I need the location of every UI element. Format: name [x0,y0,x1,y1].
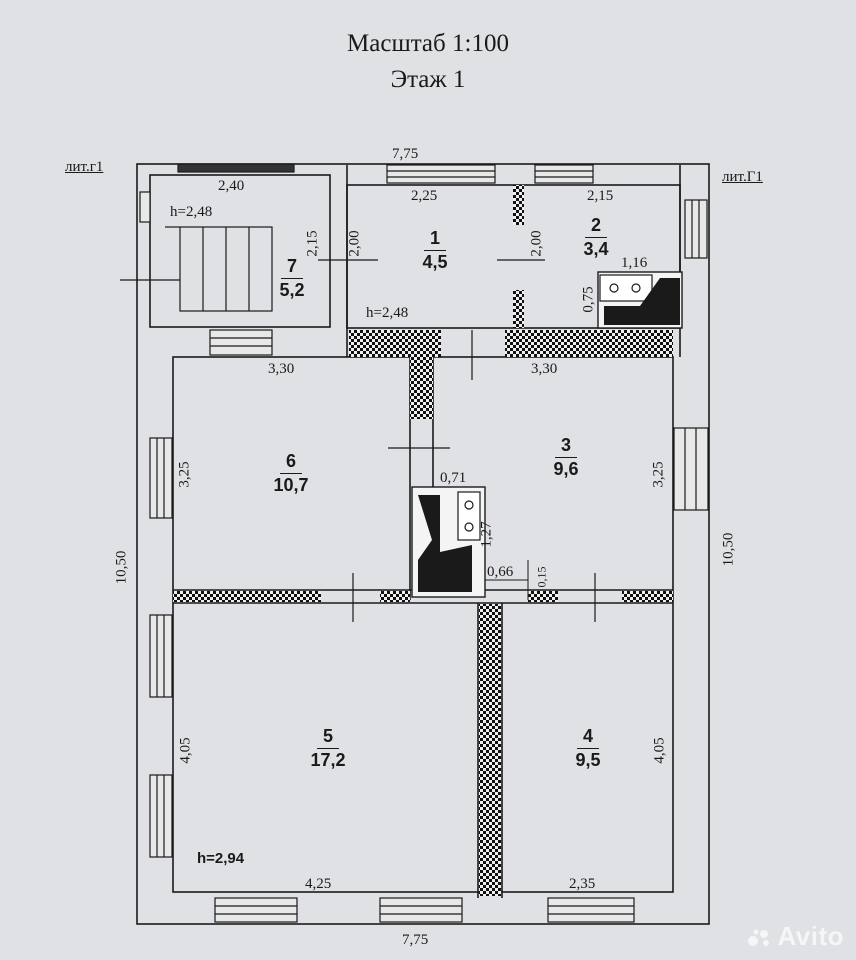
dim-r1-side-right: 2,00 [528,230,545,257]
stove-main [411,486,529,600]
dim-r6-width: 3,30 [268,361,295,377]
dim-r1-side-left: 2,00 [346,230,363,257]
dim-top-width: 7,75 [392,146,419,162]
windows [139,163,709,923]
dim-r5-ceiling: h=2,94 [197,850,245,867]
dim-stove-width: 0,71 [440,470,467,486]
outer-wall-inner [172,356,674,893]
dim-r5-width: 4,25 [305,876,332,892]
dim-r4-width: 2,35 [569,876,596,892]
dim-r3-height: 3,25 [650,461,667,488]
stove-kitchen [597,271,683,329]
door-ticks [318,259,596,622]
avito-logo-icon [748,929,770,947]
floor-title: Этаж 1 [390,66,466,93]
masonry-walls [173,185,673,896]
dim-r2-stove-width: 1,16 [621,255,648,271]
scale-title: Масштаб 1:100 [347,30,509,57]
room-7-outline [149,174,331,328]
dim-r7-side: 2,15 [304,230,321,257]
dim-r3-width: 3,30 [531,361,558,377]
dim-left-height: 10,50 [113,550,130,585]
dim-r7-ceiling: h=2,48 [170,204,213,220]
stairs [120,226,273,312]
dim-r4-height: 4,05 [651,737,668,764]
avito-watermark: Avito [747,921,844,952]
dim-bottom-width: 7,75 [402,932,429,948]
dim-right-height: 10,50 [720,532,737,567]
dim-stove-height: 1,27 [478,521,495,548]
tag-right: лит.Г1 [722,169,763,185]
outer-wall-outer [136,163,710,925]
dim-r6-height: 3,25 [176,461,193,488]
dim-r7-width: 2,40 [218,178,245,194]
dim-r1-ceiling: h=2,48 [366,305,409,321]
dim-r1-width: 2,25 [411,188,438,204]
dim-r2-stove-depth: 0,75 [580,286,597,313]
dim-stove-gap: 0,15 [534,566,549,588]
dim-r2-width: 2,15 [587,188,614,204]
tag-left: лит.г1 [65,159,104,175]
dim-stove-depth: 0,66 [487,564,514,580]
dim-r5-height: 4,05 [177,737,194,764]
